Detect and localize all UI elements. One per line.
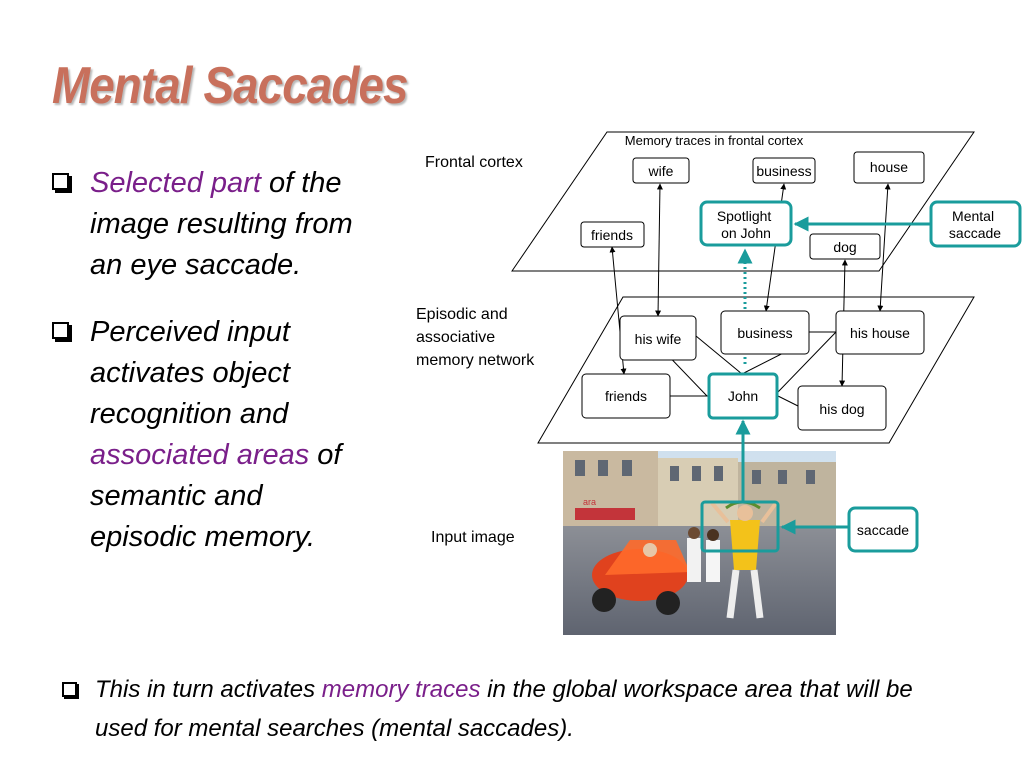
mental-saccade-box: Mental saccade — [929, 200, 1022, 248]
frontal-node-friends: friends — [580, 221, 645, 248]
bottom-text-post: in the global workspace area that will b… — [95, 676, 913, 742]
saccade-focus-box — [700, 500, 780, 553]
svg-text:Mental saccade: Mental saccade — [949, 208, 1001, 241]
svg-text:wife: wife — [648, 163, 674, 179]
bottom-bullet: This in turn activates memory traces in … — [62, 670, 962, 748]
slide-title: Mental Saccades — [52, 57, 408, 115]
house-link-arrow — [877, 183, 891, 312]
frontal-node-house: house — [853, 151, 925, 184]
bullet-item-1: Selected part of the image resulting fro… — [52, 163, 372, 286]
svg-text:saccade: saccade — [857, 522, 909, 538]
svg-text:house: house — [870, 159, 908, 175]
svg-text:friends: friends — [605, 388, 647, 404]
frontal-node-dog: dog — [809, 233, 881, 260]
bullet-1-highlight: Selected part — [90, 167, 261, 199]
bullet-2-text-post: of semantic and episodic memory. — [90, 439, 342, 553]
episodic-node-his-house: his house — [835, 310, 925, 355]
input-image-label: Input image — [431, 529, 515, 546]
svg-text:business: business — [756, 163, 811, 179]
input-image: ara — [563, 451, 836, 635]
svg-text:dog: dog — [833, 239, 856, 255]
saccade-box: saccade — [847, 506, 919, 553]
checkbox-bullet-icon — [52, 173, 69, 190]
episodic-node-business: business — [720, 310, 810, 355]
frontal-node-business: business — [752, 157, 816, 184]
svg-text:his dog: his dog — [819, 401, 864, 417]
svg-text:his house: his house — [850, 325, 910, 341]
frontal-node-wife: wife — [632, 157, 690, 184]
wife-link-arrow — [655, 183, 663, 317]
episodic-node-his-wife: his wife — [619, 315, 697, 361]
svg-text:his wife: his wife — [635, 331, 682, 347]
bullet-1-text: of the image resulting from an eye sacca… — [90, 167, 353, 281]
bullet-list: Selected part of the image resulting fro… — [52, 163, 372, 584]
svg-text:business: business — [737, 325, 792, 341]
svg-text:John: John — [728, 388, 758, 404]
episodic-node-his-dog: his dog — [797, 385, 887, 431]
bottom-bullet-text: This in turn activates memory traces in … — [62, 670, 962, 748]
checkbox-bullet-icon — [52, 322, 69, 339]
bottom-text-pre: This in turn activates — [95, 676, 322, 703]
episodic-node-friends: friends — [581, 373, 671, 419]
svg-text:friends: friends — [591, 227, 633, 243]
photo-sign-text: ara — [583, 497, 596, 507]
bullet-2-text-pre: Perceived input activates object recogni… — [90, 316, 290, 430]
episodic-label: Episodic and associative memory network — [416, 306, 535, 369]
frontal-plane-title: Memory traces in frontal cortex — [625, 133, 804, 148]
checkbox-bullet-icon — [62, 682, 77, 697]
bottom-highlight: memory traces — [321, 676, 481, 703]
frontal-cortex-label: Frontal cortex — [425, 154, 523, 171]
bullet-item-2: Perceived input activates object recogni… — [52, 312, 372, 558]
episodic-node-john: John — [707, 372, 779, 420]
svg-text:Spotlight on John: Spotlight on John — [717, 208, 775, 241]
bullet-2-highlight: associated areas — [90, 439, 310, 471]
frontal-node-spotlight: Spotlight on John — [699, 200, 793, 247]
